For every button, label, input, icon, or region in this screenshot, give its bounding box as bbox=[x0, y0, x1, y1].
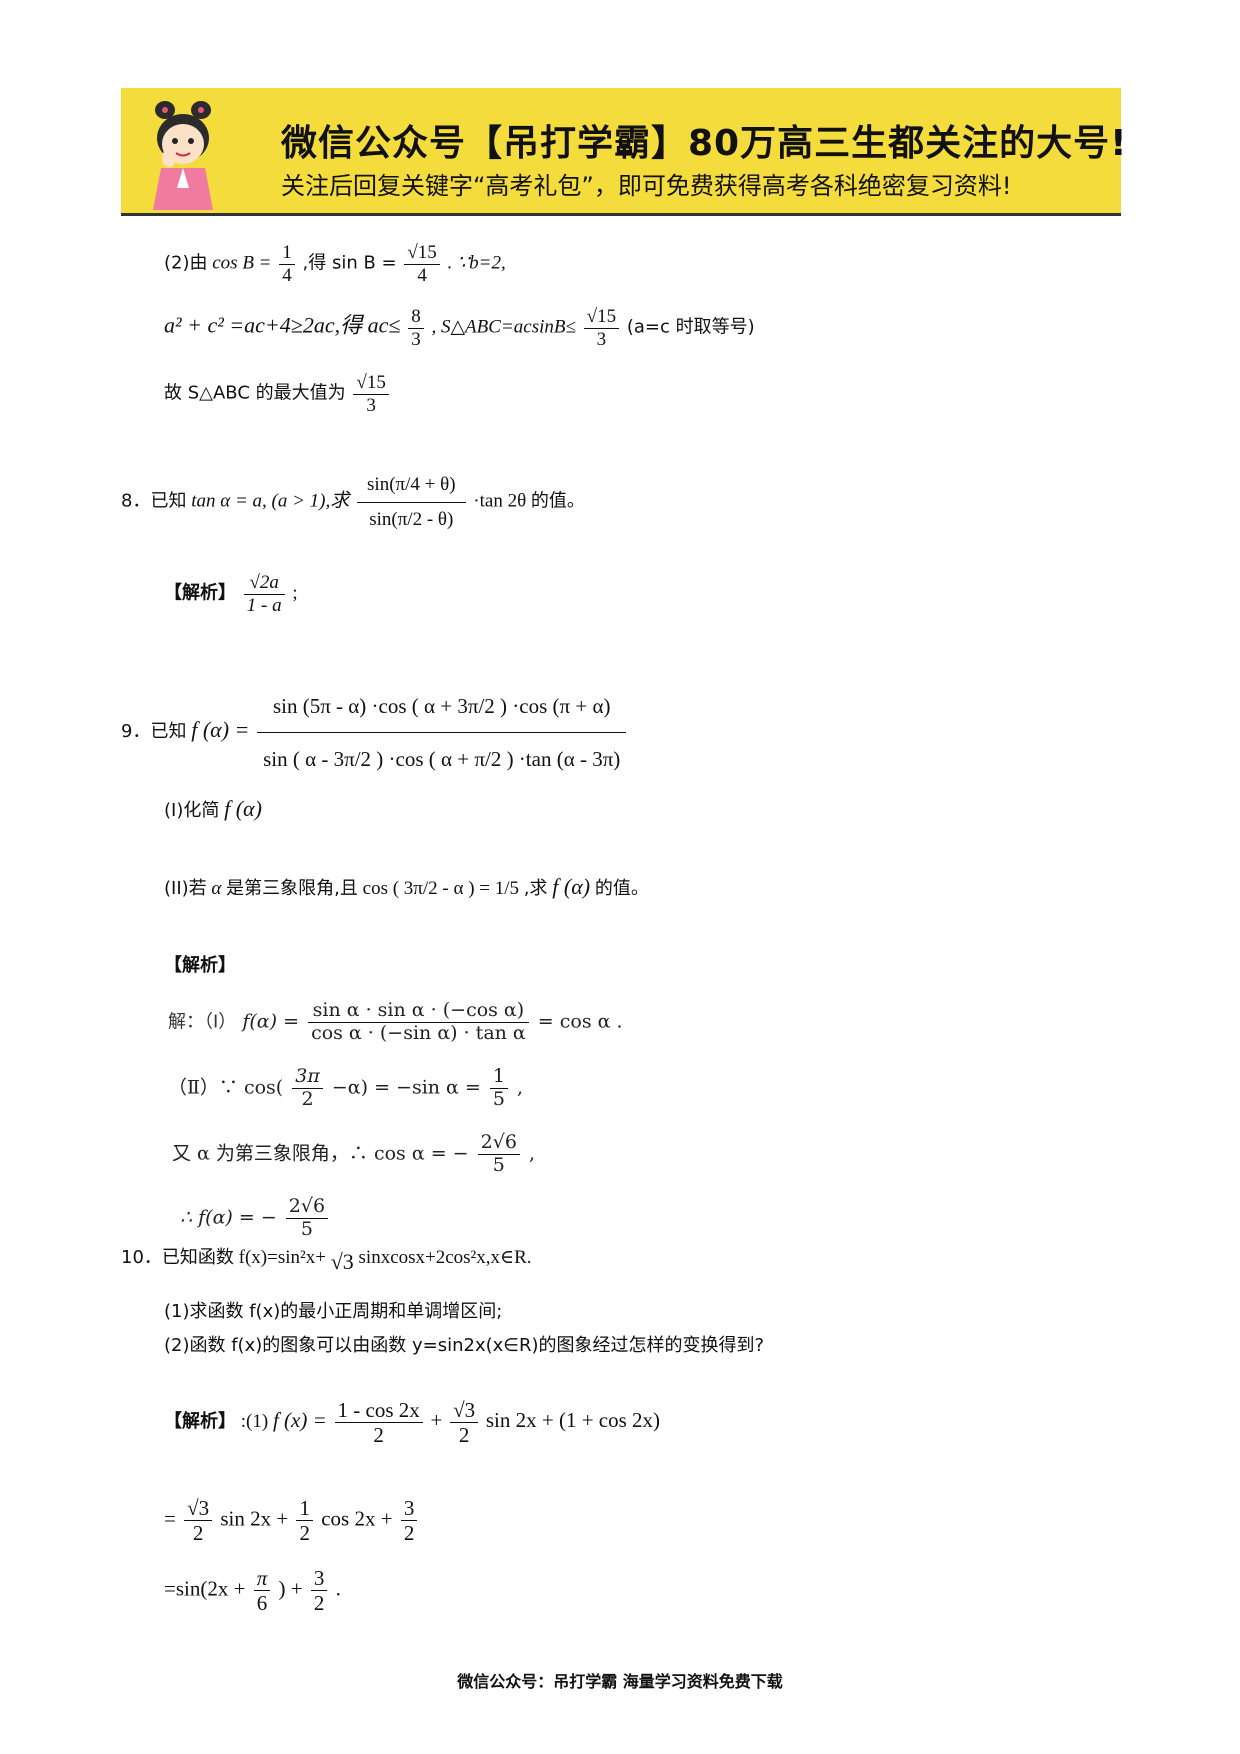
question-9-answer-label: 【解析】 bbox=[164, 955, 236, 976]
banner-subtitle: 关注后回复关键字“高考礼包”，即可免费获得高考各科绝密复习资料! bbox=[281, 172, 1012, 200]
question-9: 9．已知 f (α) = sin (5π - α) ·cos ( α + 3π/… bbox=[121, 680, 629, 785]
question-10: 10．已知函数 f(x)=sin²x+ √3 sinxcosx+2cos²x,x… bbox=[121, 1247, 532, 1274]
mascot-girl-icon bbox=[153, 101, 213, 210]
banner-title: 微信公众号【吊打学霸】80万高三生都关注的大号! bbox=[281, 123, 1128, 164]
question-10-part1: (1)求函数 f(x)的最小正周期和单调增区间; bbox=[164, 1301, 503, 1322]
question-10-part2: (2)函数 f(x)的图象可以由函数 y=sin2x(x∈R)的图象经过怎样的变… bbox=[164, 1335, 765, 1356]
question-9-solution-1: 解：（Ⅰ） f(α) = sin α · sin α · (−cos α)cos… bbox=[168, 999, 623, 1044]
question-9-part2: (II)若 α 是第三象限角,且 cos ( 3π/2 - α ) = 1/5 … bbox=[164, 874, 649, 899]
question-8: 8．已知 tan α = a, (a > 1),求 sin(π/4 + θ)si… bbox=[121, 468, 585, 537]
page-footer: 微信公众号：吊打学霸 海量学习资料免费下载 bbox=[457, 1672, 783, 1691]
header-banner: 微信公众号【吊打学霸】80万高三生都关注的大号! 关注后回复关键字“高考礼包”，… bbox=[121, 88, 1127, 216]
question-9-part1: (I)化简 f (α) bbox=[164, 796, 262, 821]
